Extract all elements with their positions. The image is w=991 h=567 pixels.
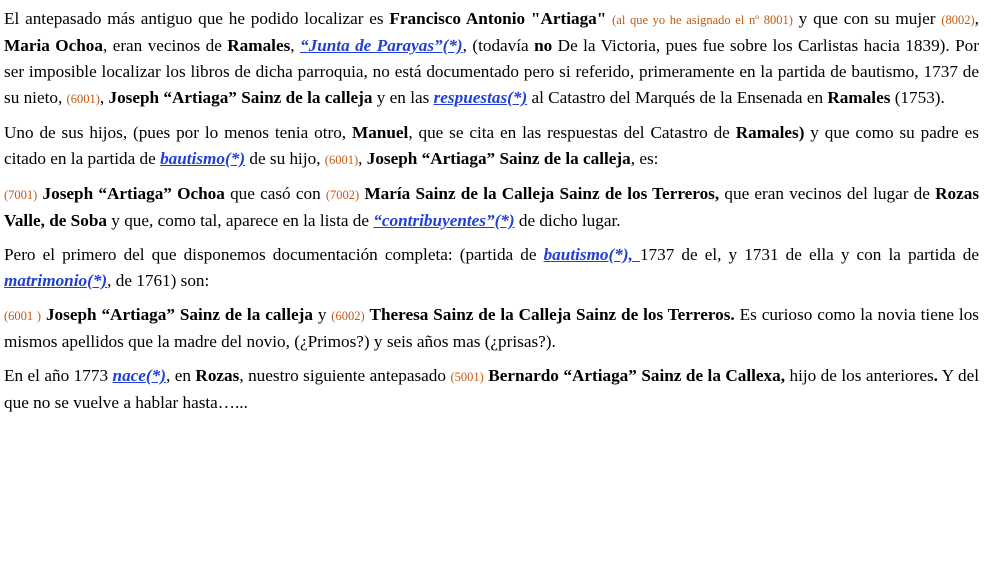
link-matrimonio[interactable]: matrimonio(*): [4, 271, 108, 290]
text-run: al Catastro del Marqués de la Ensenada e…: [527, 88, 828, 107]
text-run: 1737 de el, y 1731 de ella y con la part…: [639, 245, 979, 264]
bold-text: Maria Ochoa: [4, 36, 103, 55]
text-run: , de 1761) son:: [107, 271, 210, 290]
text-run: que casó con: [224, 184, 326, 203]
person-number: (6001 ): [4, 309, 42, 323]
text-run: y que, como tal, aparece en la lista de: [107, 211, 374, 230]
paragraph: Uno de sus hijos, (pues por lo menos ten…: [4, 120, 979, 173]
text-run: que eran vecinos del lugar de: [719, 184, 936, 203]
person-number: (6001): [324, 153, 359, 167]
text-run: En el año 1773: [4, 366, 113, 385]
link-bautismo-1[interactable]: bautismo(*): [160, 149, 246, 168]
person-number: (al que yo he asignado el nº 8001): [612, 13, 793, 27]
document-body: El antepasado más antiguo que he podido …: [4, 6, 979, 416]
bold-text: Ramales): [735, 123, 805, 142]
bold-text: Bernardo “Artiaga” Sainz de la Callexa,: [488, 366, 786, 385]
text-run: De la Victoria, pues fue sobre los Carli…: [4, 36, 979, 107]
paragraph: En el año 1773 nace(*), en Rozas, nuestr…: [4, 363, 979, 416]
text-run: (1753).: [890, 88, 945, 107]
bold-text: Joseph “Artiaga” Ochoa: [42, 184, 225, 203]
text-run: , es:: [630, 149, 659, 168]
text-run: y: [312, 305, 332, 324]
bold-text: Rozas: [195, 366, 240, 385]
text-run: hijo de los anteriores: [785, 366, 934, 385]
bold-text: Ramales: [827, 88, 891, 107]
text-run: , (todavía: [462, 36, 535, 55]
bold-text: Joseph “Artiaga” Sainz de la calleja: [108, 88, 373, 107]
bold-text: Joseph “Artiaga” Sainz de la calleja: [45, 305, 313, 324]
text-run: , en: [165, 366, 196, 385]
person-number: (6002): [331, 309, 365, 323]
text-run: , que se cita en las respuestas del Cata…: [408, 123, 736, 142]
text-run: ,: [974, 9, 979, 28]
text-run: ,: [99, 88, 109, 107]
text-run: ,: [358, 149, 367, 168]
paragraph: (7001) Joseph “Artiaga” Ochoa que casó c…: [4, 181, 979, 234]
link-contribuyentes[interactable]: “contribuyentes”(*): [373, 211, 515, 230]
text-run: y en las: [372, 88, 434, 107]
bold-text: no: [534, 36, 553, 55]
person-number: (5001): [450, 370, 484, 384]
person-number: (7002): [325, 188, 360, 202]
bold-text: Rozas Valle, de Soba: [4, 184, 980, 230]
bold-text: Manuel: [351, 123, 409, 142]
paragraph: El antepasado más antiguo que he podido …: [4, 6, 979, 112]
text-run: Pero el primero del que disponemos docum…: [4, 245, 544, 264]
link-bautismo-2[interactable]: bautismo(*),: [543, 245, 640, 264]
text-run: , nuestro siguiente antepasado: [239, 366, 451, 385]
paragraph: (6001 ) Joseph “Artiaga” Sainz de la cal…: [4, 302, 979, 355]
person-number: (8002): [941, 13, 975, 27]
bold-text: Joseph “Artiaga” Sainz de la calleja: [366, 149, 631, 168]
bold-text: María Sainz de la Calleja Sainz de los T…: [364, 184, 720, 203]
link-nace[interactable]: nace(*): [112, 366, 166, 385]
text-run: , eran vecinos de: [102, 36, 228, 55]
bold-text: Francisco Antonio "Artiaga": [389, 9, 607, 28]
text-run: Uno de sus hijos, (pues por lo menos ten…: [4, 123, 352, 142]
text-run: Y del que no se vuelve a hablar hasta…..…: [4, 366, 979, 412]
paragraph: Pero el primero del que disponemos docum…: [4, 242, 979, 294]
person-number: (6001): [66, 92, 100, 106]
person-number: (7001): [4, 188, 38, 202]
link-junta-de-parayas[interactable]: “Junta de Parayas”(*): [300, 36, 463, 55]
text-run: de su hijo,: [245, 149, 325, 168]
text-run: y que como su padre es citado en la part…: [4, 123, 979, 168]
text-run: Es curioso como la novia tiene los mismo…: [4, 305, 979, 351]
link-respuestas[interactable]: respuestas(*): [433, 88, 528, 107]
bold-text: .: [933, 366, 938, 385]
bold-text: Ramales: [227, 36, 291, 55]
text-run: y que con su mujer: [792, 9, 942, 28]
text-run: El antepasado más antiguo que he podido …: [4, 9, 390, 28]
text-run: de dicho lugar.: [514, 211, 621, 230]
text-run: ,: [290, 36, 300, 55]
bold-text: Theresa Sainz de la Calleja Sainz de los…: [369, 305, 735, 324]
